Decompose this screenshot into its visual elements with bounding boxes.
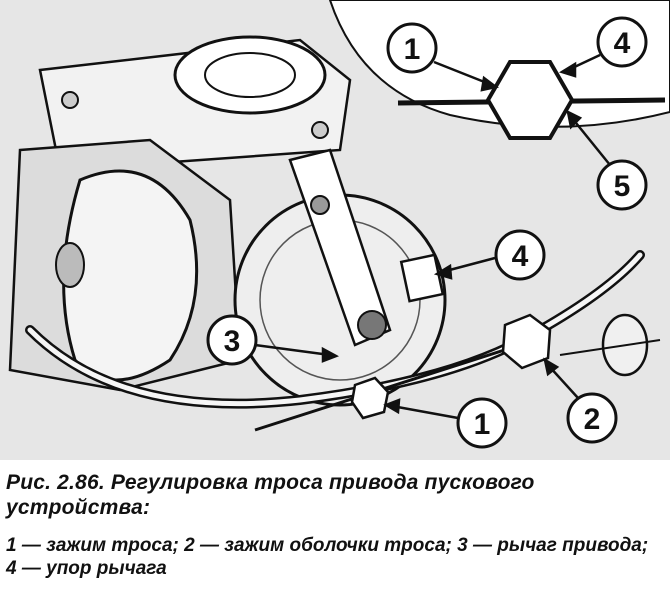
callout-1-inset: 1 (386, 22, 438, 74)
svg-text:2: 2 (584, 403, 601, 436)
carburetor-illustration: 1 4 5 4 3 1 2 (0, 0, 670, 460)
caption-title: Рис. 2.86. Регулировка троса привода пус… (6, 471, 535, 519)
cable-clamp (350, 376, 390, 420)
figure-caption: Рис. 2.86. Регулировка троса привода пус… (6, 470, 662, 580)
svg-text:3: 3 (224, 325, 241, 358)
hose-line (559, 339, 661, 356)
callout-3-drive-lever: 3 (206, 314, 258, 366)
air-intake-bore (204, 52, 296, 98)
svg-text:4: 4 (512, 240, 529, 273)
callout-2-sheath-clamp: 2 (566, 392, 618, 444)
diaphragm-cover (62, 169, 199, 382)
figure-drawing: 1 4 5 4 3 1 2 (8, 0, 670, 449)
lever-pivot (310, 195, 330, 215)
svg-text:4: 4 (614, 27, 631, 60)
callout-1-cable-clamp: 1 (456, 397, 508, 449)
inset-hex-nut (485, 60, 575, 140)
leader-lines (254, 53, 611, 420)
sheath-clamp (501, 313, 552, 370)
callout-4-lever-stop: 4 (494, 229, 546, 281)
flange-bolt (61, 91, 79, 109)
caption-legend: 1 — зажим троса; 2 — зажим оболочки трос… (6, 535, 649, 579)
svg-text:1: 1 (474, 408, 491, 441)
lever-hub (357, 310, 387, 340)
cover-screw (55, 242, 85, 288)
lever-stop (399, 253, 445, 303)
flange-bolt (311, 121, 329, 139)
callout-4-inset: 4 (596, 16, 648, 68)
svg-text:1: 1 (404, 33, 421, 66)
cable-wire (254, 343, 521, 432)
svg-text:5: 5 (614, 170, 631, 203)
callout-5-inset: 5 (596, 159, 648, 211)
